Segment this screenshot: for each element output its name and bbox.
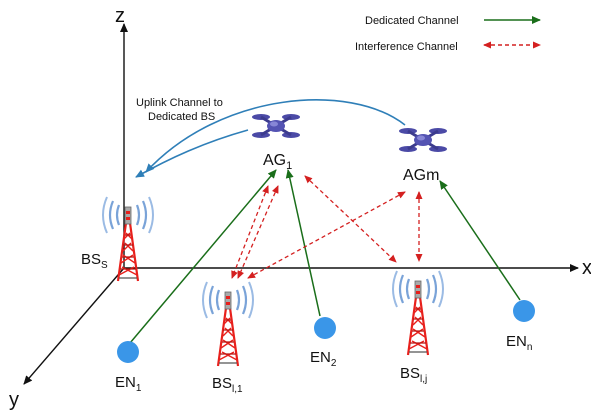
end-node-icon — [513, 300, 535, 322]
bslj-label: BSl,j — [400, 365, 427, 385]
uplink-arcs — [135, 99, 406, 178]
enn-label: ENn — [506, 333, 532, 353]
dedicated-enn-agm — [439, 180, 521, 301]
bsl1-label: BSl,1 — [212, 375, 243, 395]
legend-interference-label: Interference Channel — [355, 41, 458, 53]
x-axis-label: x — [582, 257, 591, 279]
drone-ag1: AG1 — [250, 112, 302, 172]
axes: z x y — [9, 5, 591, 411]
dedicated-en1-ag1 — [129, 169, 277, 344]
end-node-icon — [117, 341, 139, 363]
drone-icon — [397, 126, 449, 154]
ag1-label: AG1 — [263, 152, 292, 172]
uplink-note-line1: Uplink Channel to — [136, 97, 223, 109]
uplink-arc-ag1 — [135, 129, 249, 178]
drone-icon — [250, 112, 302, 140]
end-node-icon — [314, 317, 336, 339]
end-node-enn: ENn — [506, 300, 535, 353]
legend: Dedicated Channel Interference Channel — [355, 15, 541, 53]
end-node-en1: EN1 — [115, 341, 142, 394]
en2-label: EN2 — [310, 349, 337, 369]
uplink-note-line2: Dedicated BS — [148, 111, 215, 123]
bss-label: BSS — [81, 251, 108, 271]
interference-ag1-bsl1-b — [237, 185, 279, 279]
y-axis-label: y — [9, 389, 19, 411]
legend-dedicated-label: Dedicated Channel — [365, 15, 459, 27]
uplink-arc-agm — [145, 99, 406, 173]
interference-agm-bsl1 — [247, 191, 406, 279]
tower-icon — [391, 269, 445, 357]
z-axis-label: z — [115, 5, 125, 27]
dedicated-en2-ag1 — [285, 169, 321, 317]
uplink-note: Uplink Channel to Dedicated BS — [136, 97, 223, 123]
interference-ag1-bslj — [304, 175, 397, 263]
interference-channels — [231, 175, 423, 279]
tower-bslj: BSl,j — [391, 269, 445, 385]
y-axis — [23, 267, 125, 385]
tower-bss: BSS — [81, 195, 155, 283]
tower-bsl1: BSl,1 — [201, 280, 255, 395]
tower-icon — [201, 280, 255, 368]
drone-agm: AGm — [397, 126, 449, 184]
agm-label: AGm — [403, 167, 439, 184]
end-node-en2: EN2 — [310, 317, 337, 369]
en1-label: EN1 — [115, 374, 142, 394]
